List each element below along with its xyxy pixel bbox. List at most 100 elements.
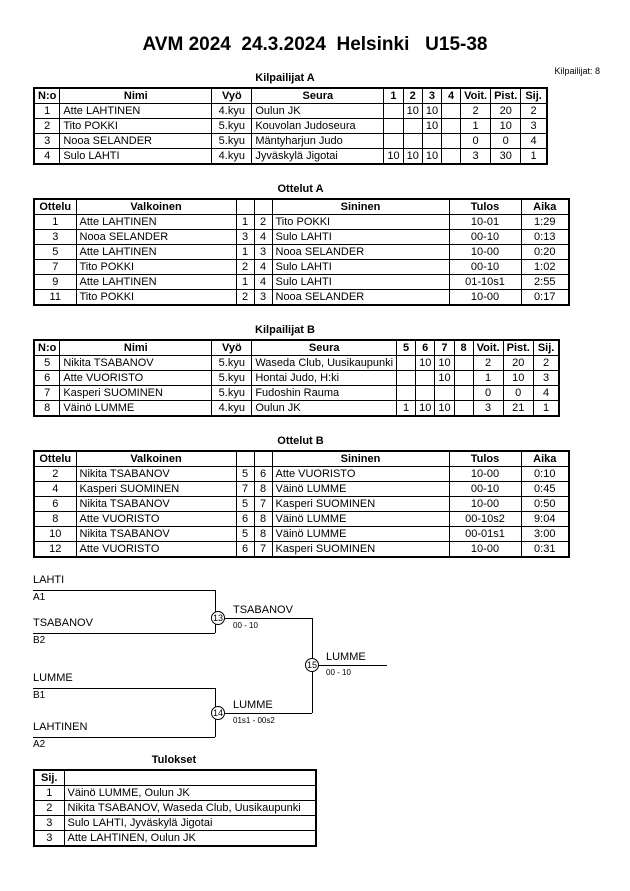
competitor-club: Fudoshin Rauma (251, 385, 398, 401)
column-header: Tulos (448, 198, 522, 215)
bracket-seed-a1: A1 (33, 592, 46, 603)
bracket-player-b2: TSABANOV (33, 617, 93, 629)
score-cell (434, 385, 455, 401)
score-cell (396, 355, 417, 371)
competitor-no: 7 (33, 385, 61, 401)
match-number-circle: 13 (211, 611, 225, 625)
blue-player: Väinö LUMME (271, 481, 450, 497)
match-row: 8 Atte VUORISTO 6 8 Väinö LUMME 00-10s2 … (33, 511, 570, 527)
table-header-row: Ottelu Valkoinen Sininen Tulos Aika (33, 198, 570, 215)
placement-cell: 1 (33, 785, 65, 801)
placement-cell: 4 (520, 133, 548, 149)
blue-player: Atte VUORISTO (271, 466, 450, 482)
white-number: 7 (235, 481, 255, 497)
section-title-ottelut-a: Ottelut A (277, 183, 324, 195)
score-cell (402, 118, 423, 134)
column-header: Sij. (520, 87, 548, 104)
competitor-no: 6 (33, 370, 61, 386)
section-title-kilpailijat-a: Kilpailijat A (255, 72, 315, 84)
match-time: 9:04 (520, 511, 570, 527)
competitor-name: Atte VUORISTO (59, 370, 213, 386)
column-header: Seura (251, 339, 398, 356)
bracket-line (33, 590, 215, 591)
match-result: 00-10 (448, 481, 522, 497)
white-number: 2 (235, 289, 255, 306)
match-result: 10-00 (448, 289, 522, 306)
competitor-name: Väinö LUMME (59, 400, 213, 417)
points-cell: 20 (502, 355, 534, 371)
match-result: 00-01s1 (448, 526, 522, 542)
match-result: 00-10s2 (448, 511, 522, 527)
column-header: Seura (251, 87, 385, 104)
match-no: 1 (33, 214, 77, 230)
white-player: Atte VUORISTO (75, 541, 237, 558)
placement-cell: 3 (33, 815, 65, 831)
blue-number: 4 (253, 259, 273, 275)
column-header: Sininen (271, 450, 450, 467)
competitor-name: Atte LAHTINEN (59, 103, 213, 119)
table-header-row: Ottelu Valkoinen Sininen Tulos Aika (33, 450, 570, 467)
column-header: Vyö (211, 339, 253, 356)
placement-cell: 1 (532, 400, 560, 417)
result-competitor: Sulo LAHTI, Jyväskylä Jigotai (63, 815, 317, 831)
semifinal-2-winner: LUMME (233, 699, 273, 711)
score-cell (383, 133, 404, 149)
match-no: 6 (33, 496, 77, 512)
result-row: 2 Nikita TSABANOV, Waseda Club, Uusikaup… (33, 800, 317, 816)
table-header-row: N:o Nimi Vyö Seura 1 2 3 4 Voit. Pist. S… (33, 87, 548, 104)
bracket-seed-a2: A2 (33, 739, 46, 750)
column-header: Vyö (211, 87, 253, 104)
blue-player: Kasperi SUOMINEN (271, 496, 450, 512)
competitor-row: 1 Atte LAHTINEN 4.kyu Oulun JK 10 10 2 2… (33, 103, 548, 119)
blue-number: 3 (253, 244, 273, 260)
table-header-row: N:o Nimi Vyö Seura 5 6 7 8 Voit. Pist. S… (33, 339, 560, 356)
competitor-no: 1 (33, 103, 61, 119)
white-number: 1 (235, 274, 255, 290)
score-cell (396, 385, 417, 401)
score-cell: 10 (421, 118, 443, 134)
match-no: 3 (33, 229, 77, 245)
competitors-b-table: N:o Nimi Vyö Seura 5 6 7 8 Voit. Pist. S… (33, 339, 561, 417)
wins-cell: 3 (460, 148, 492, 165)
column-header: 1 (383, 87, 404, 104)
score-cell (441, 118, 462, 134)
match-no: 11 (33, 289, 77, 306)
score-cell (383, 118, 404, 134)
column-header: Sij. (532, 339, 560, 356)
white-player: Kasperi SUOMINEN (75, 481, 237, 497)
column-header: Valkoinen (75, 450, 237, 467)
competitor-row: 8 Väinö LUMME 4.kyu Oulun JK 1 10 10 3 2… (33, 400, 560, 417)
blue-player: Sulo LAHTI (271, 259, 450, 275)
competitor-name: Nikita TSABANOV (59, 355, 213, 371)
match-time: 0:13 (520, 229, 570, 245)
match-row: 7 Tito POKKI 2 4 Sulo LAHTI 00-10 1:02 (33, 259, 570, 275)
bracket-line (33, 737, 215, 738)
competitor-row: 5 Nikita TSABANOV 5.kyu Waseda Club, Uus… (33, 355, 560, 371)
match-result: 10-00 (448, 466, 522, 482)
blue-number: 8 (253, 481, 273, 497)
bracket-line (312, 665, 387, 666)
white-number: 6 (235, 541, 255, 558)
result-competitor: Atte LAHTINEN, Oulun JK (63, 830, 317, 847)
result-row: 3 Sulo LAHTI, Jyväskylä Jigotai (33, 815, 317, 831)
match-result: 10-00 (448, 541, 522, 558)
white-number: 1 (235, 244, 255, 260)
score-cell (396, 370, 417, 386)
match-time: 3:00 (520, 526, 570, 542)
score-cell (383, 103, 404, 119)
column-header: Sininen (271, 198, 450, 215)
match-no: 9 (33, 274, 77, 290)
section-title-ottelut-b: Ottelut B (277, 435, 324, 447)
placement-cell: 1 (520, 148, 548, 165)
match-time: 1:02 (520, 259, 570, 275)
blue-player: Nooa SELANDER (271, 244, 450, 260)
column-header: 6 (415, 339, 436, 356)
score-cell: 10 (434, 400, 455, 417)
wins-cell: 2 (460, 103, 492, 119)
match-time: 0:17 (520, 289, 570, 306)
bracket-line (215, 713, 312, 714)
white-player: Tito POKKI (75, 259, 237, 275)
competitor-club: Jyväskylä Jigotai (251, 148, 385, 165)
semifinal-1-score: 00 - 10 (233, 621, 258, 630)
bracket-line (33, 688, 215, 689)
